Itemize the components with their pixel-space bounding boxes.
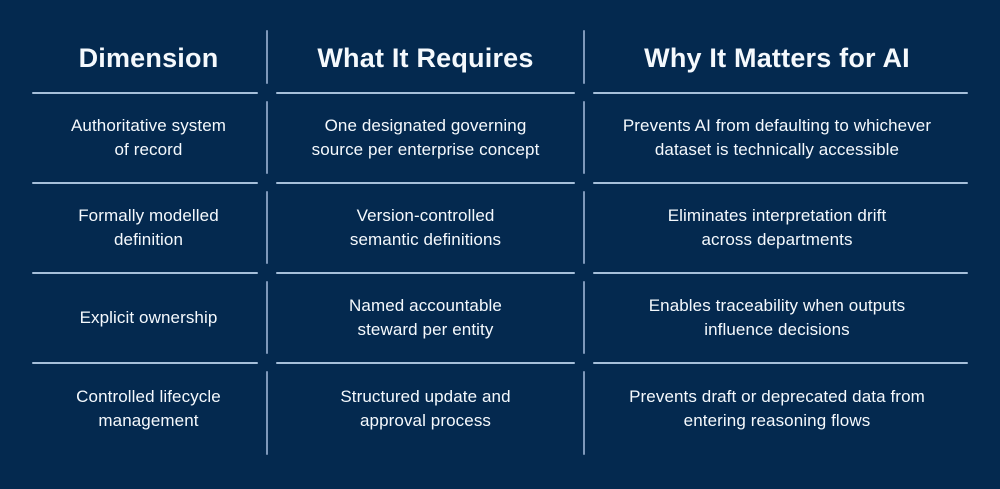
cell-dimension: Formally modelled definition xyxy=(30,183,268,274)
table-row: Authoritative system of record One desig… xyxy=(30,93,970,184)
cell-dimension: Controlled lifecycle management xyxy=(30,363,268,455)
cell-text: Structured update and approval process xyxy=(340,386,511,430)
header-cell-requires: What It Requires xyxy=(267,30,585,94)
cell-matters: Prevents AI from defaulting to whichever… xyxy=(584,93,970,184)
cell-dimension: Explicit ownership xyxy=(30,273,268,364)
cell-matters: Enables traceability when outputs influe… xyxy=(584,273,970,364)
table-row: Controlled lifecycle management Structur… xyxy=(30,363,970,455)
cell-requires: Version-controlled semantic definitions xyxy=(267,183,585,274)
cell-text: One designated governing source per ente… xyxy=(311,115,540,159)
cell-requires: Structured update and approval process xyxy=(267,363,585,455)
cell-dimension: Authoritative system of record xyxy=(30,93,268,184)
governance-comparison-table: Dimension What It Requires Why It Matter… xyxy=(30,30,970,455)
cell-text: Version-controlled semantic definitions xyxy=(349,205,502,249)
table-row: Formally modelled definition Version-con… xyxy=(30,183,970,274)
cell-text: Explicit ownership xyxy=(79,307,218,327)
cell-text: Prevents draft or deprecated data from e… xyxy=(629,386,925,430)
cell-text: Eliminates interpretation drift across d… xyxy=(667,205,887,249)
cell-text: Formally modelled definition xyxy=(78,205,219,249)
cell-matters: Eliminates interpretation drift across d… xyxy=(584,183,970,274)
cell-text: Authoritative system of record xyxy=(70,115,227,159)
cell-text: Named accountable steward per entity xyxy=(349,295,502,339)
header-cell-matters: Why It Matters for AI xyxy=(584,30,970,94)
header-cell-dimension: Dimension xyxy=(30,30,268,94)
cell-requires: One designated governing source per ente… xyxy=(267,93,585,184)
column-header-requires: What It Requires xyxy=(317,43,534,73)
cell-matters: Prevents draft or deprecated data from e… xyxy=(584,363,970,455)
header-row: Dimension What It Requires Why It Matter… xyxy=(30,30,970,94)
cell-text: Controlled lifecycle management xyxy=(76,386,221,430)
column-header-dimension: Dimension xyxy=(78,43,219,73)
cell-requires: Named accountable steward per entity xyxy=(267,273,585,364)
cell-text: Enables traceability when outputs influe… xyxy=(648,295,906,339)
table-row: Explicit ownership Named accountable ste… xyxy=(30,273,970,364)
cell-text: Prevents AI from defaulting to whichever… xyxy=(622,115,932,159)
column-header-matters: Why It Matters for AI xyxy=(644,43,910,73)
